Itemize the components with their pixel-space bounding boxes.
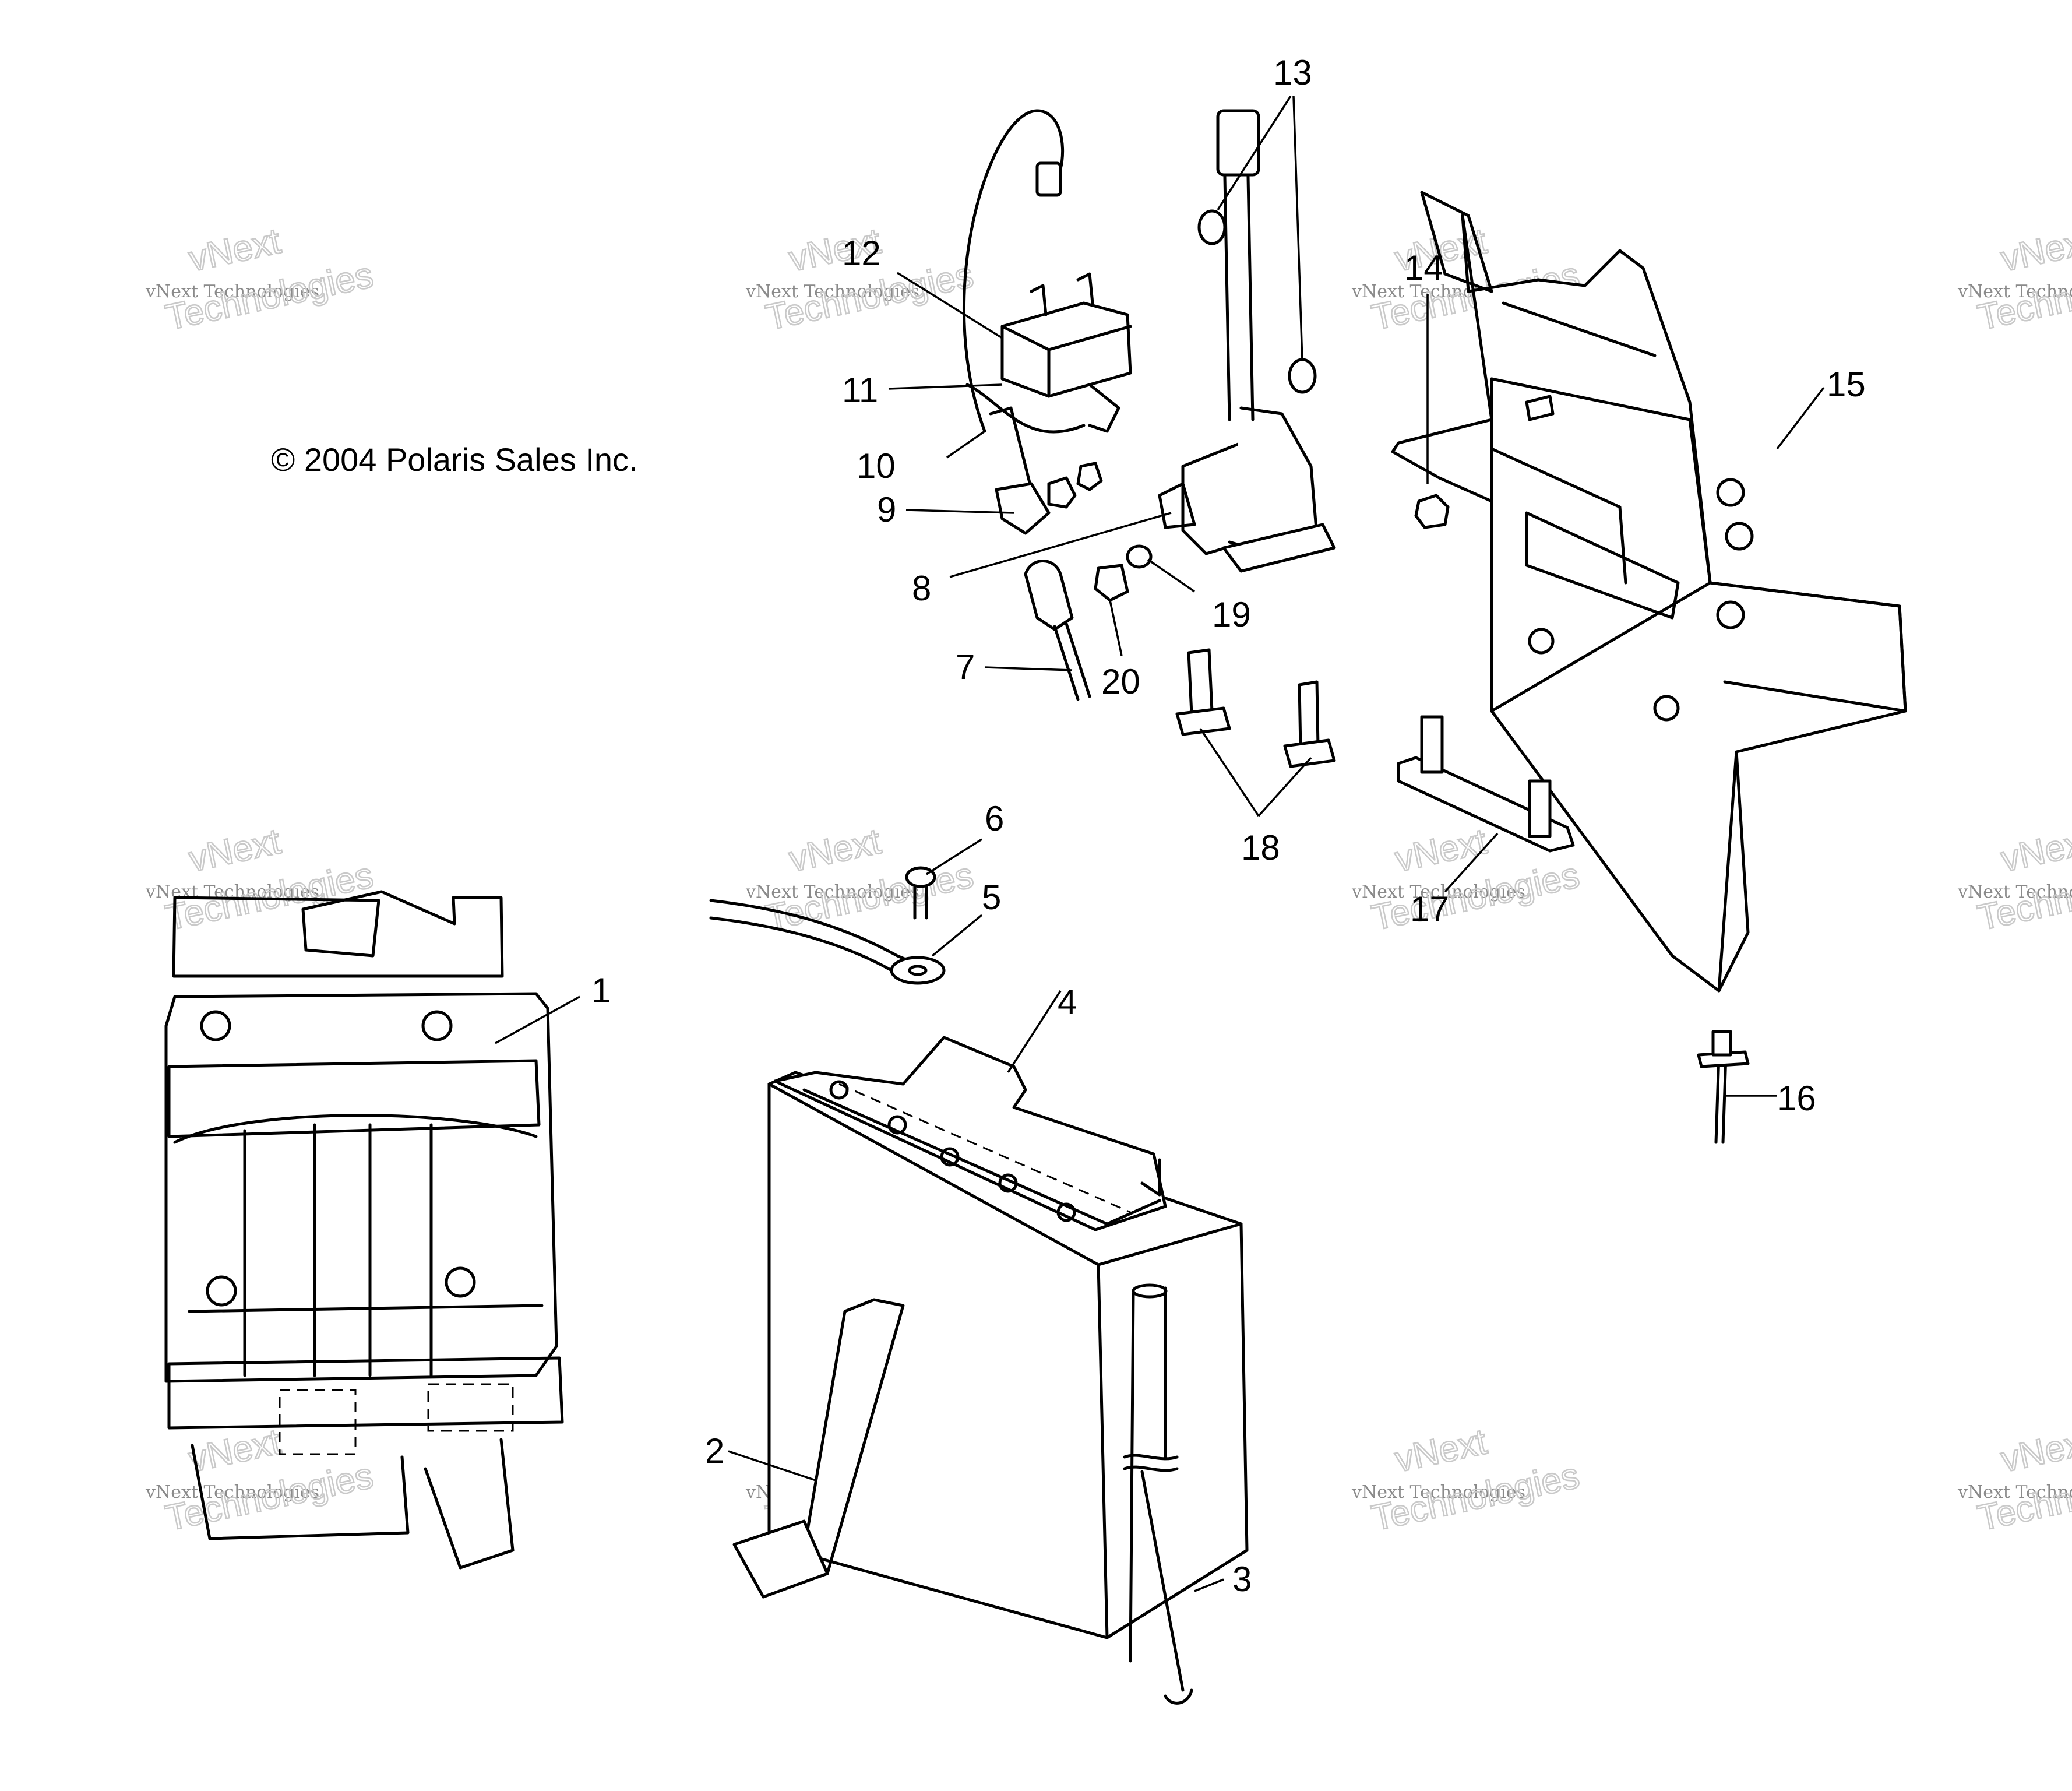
callout-numbers: 1 2 3 4 5 6 7 8 9 10 11 12 13 14 15 16 1…: [591, 53, 1866, 1599]
svg-text:vNext: vNext: [185, 1421, 284, 1480]
callout-16: 16: [1777, 1079, 1816, 1118]
svg-text:vNext: vNext: [1391, 1421, 1490, 1480]
watermark: vNext vNext Technologies Technologies: [1351, 1421, 1584, 1539]
svg-text:vNext: vNext: [1997, 221, 2072, 279]
callout-8: 8: [912, 569, 931, 608]
battery-illustration: [767, 1036, 1249, 1639]
callout-19: 19: [1212, 595, 1251, 634]
svg-text:vNext: vNext: [185, 821, 284, 879]
watermark: vNext vNext Technologies Technologies: [745, 821, 978, 939]
leader-lines: [495, 96, 1825, 1592]
svg-text:vNext Technologies: vNext Technologies: [1351, 882, 1525, 902]
watermark: vNext vNext Technologies Technologies: [145, 821, 378, 939]
callout-13: 13: [1273, 53, 1312, 92]
svg-text:vNext: vNext: [1997, 1421, 2072, 1480]
rivet-16-illustration: [1697, 1030, 1750, 1144]
svg-text:vNext Technologies: vNext Technologies: [145, 282, 319, 302]
strap-illustration: [732, 1298, 905, 1599]
electrical-parts-illustration: [963, 109, 1336, 768]
callout-3: 3: [1232, 1560, 1252, 1599]
callout-17: 17: [1410, 889, 1449, 928]
plate-17-illustration: [1397, 715, 1575, 853]
svg-text:vNext: vNext: [785, 821, 884, 879]
nut-14-illustration: [1414, 494, 1450, 529]
battery-box-illustration: [164, 890, 564, 1570]
callout-1: 1: [591, 971, 611, 1010]
watermark: vNext vNext Technologies Technologies: [1957, 821, 2072, 939]
watermark: vNext vNext Technologies Technologies: [1957, 1421, 2072, 1539]
callout-5: 5: [982, 878, 1001, 917]
callout-2: 2: [705, 1431, 724, 1470]
svg-text:vNext Technologies: vNext Technologies: [1957, 282, 2072, 302]
callout-10: 10: [857, 446, 896, 485]
callout-11: 11: [842, 371, 878, 410]
svg-text:vNext Technologies: vNext Technologies: [745, 282, 919, 302]
callout-9: 9: [877, 490, 896, 529]
svg-text:vNext Technologies: vNext Technologies: [1351, 1482, 1525, 1503]
svg-text:vNext: vNext: [185, 221, 284, 279]
callout-18: 18: [1241, 828, 1280, 867]
svg-text:vNext: vNext: [1997, 821, 2072, 879]
svg-text:vNext Technologies: vNext Technologies: [745, 882, 919, 902]
callout-6: 6: [985, 799, 1004, 838]
watermark: vNext vNext Technologies Technologies: [1957, 220, 2072, 339]
bracket-illustration: [1391, 191, 1907, 993]
svg-text:vNext Technologies: vNext Technologies: [145, 1482, 319, 1503]
svg-text:vNext: vNext: [1391, 821, 1490, 879]
callout-4: 4: [1058, 983, 1077, 1022]
svg-text:vNext Technologies: vNext Technologies: [1957, 882, 2072, 902]
callout-12: 12: [842, 234, 881, 273]
callout-15: 15: [1827, 365, 1866, 404]
watermark: vNext vNext Technologies Technologies: [145, 220, 378, 339]
vent-tube-illustration: [1123, 1283, 1193, 1705]
callout-7: 7: [956, 648, 975, 687]
callout-14: 14: [1404, 248, 1443, 287]
svg-text:vNext Technologies: vNext Technologies: [1957, 1482, 2072, 1503]
callout-20: 20: [1101, 662, 1140, 701]
copyright-text: © 2004 Polaris Sales Inc.: [271, 441, 638, 478]
